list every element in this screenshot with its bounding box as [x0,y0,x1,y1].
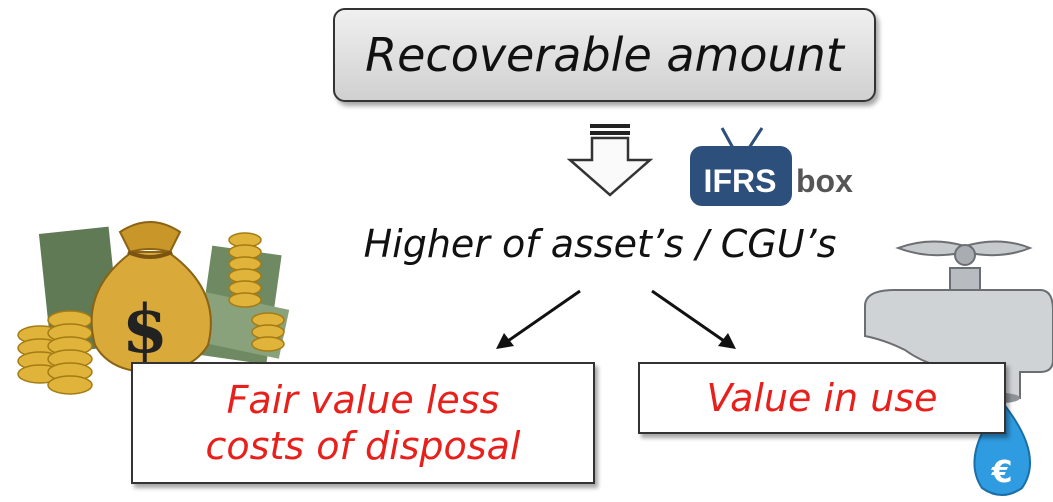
money-bag-icon: $ [90,221,212,374]
value-in-use-box: Value in use [638,362,1006,434]
left-arrow [496,289,581,349]
money-pile: $ [17,221,290,395]
higher-of-label: Higher of asset’s / CGU’s [363,222,837,266]
value-in-use-label: Value in use [706,376,938,420]
recoverable-amount-label: Recoverable amount [365,28,844,82]
faucet-icon [864,240,1053,403]
coins-icon [17,232,285,395]
logo-brand-text: IFRS [704,163,777,199]
logo-suffix-text: box [796,163,853,199]
svg-text:$: $ [122,290,168,368]
right-arrow [651,289,736,349]
fair-value-line2: costs of disposal [205,424,521,468]
fair-value-box: Fair value less costs of disposal [131,362,595,484]
down-arrow-icon [566,124,654,197]
ifrsbox-logo: IFRS box [690,127,853,206]
svg-text:€: € [991,455,1013,490]
fair-value-line1: Fair value less [226,378,500,422]
recoverable-amount-box: Recoverable amount [333,8,876,102]
